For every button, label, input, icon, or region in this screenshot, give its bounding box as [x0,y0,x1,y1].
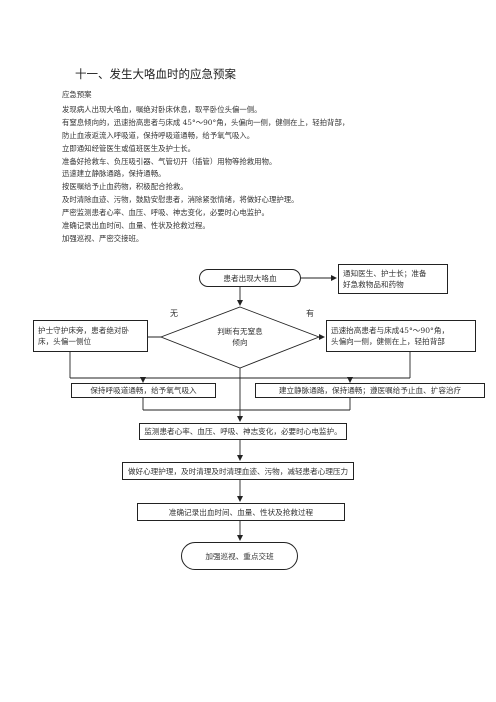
flow-start-text: 患者出现大咯血 [223,273,277,283]
flow-oxygen-text: 保持呼吸道通畅，给予氧气吸入 [90,386,197,395]
decision-text-line2: 倾向 [232,338,248,347]
flow-left-action-box: 护士守护床旁，患者绝对卧 床，头偏一侧位 [33,320,148,352]
flow-monitor-box: 监测患者心率、血压、呼吸、神志变化，必要时心电监护。 [139,423,347,440]
procedure-line: 立即通知经管医生或值班医生及护士长。 [62,143,196,153]
flow-iv-text: 建立静脉通路，保持通畅；遵医嘱给予止血、扩容治疗 [278,386,462,395]
page-title: 十一、发生大咯血时的应急预案 [75,67,236,81]
flow-start-node: 患者出现大咯血 [199,269,301,287]
flow-notify-box: 通知医生、护士长；准备 好急救物品和药物 [338,264,448,294]
procedure-line: 加强巡视、严密交接班。 [62,233,144,243]
procedure-line: 及时清除血迹、污物，鼓励安慰患者，消除紧张情绪，将做好心理护理。 [62,195,299,205]
flow-right-action-box: 迅速抬高患者与床成45°～90°角， 头偏向一侧，健侧在上，轻拍背部 [326,320,476,352]
flow-notify-line2: 好急救物品和药物 [343,280,404,289]
flow-end-node: 加强巡视、重点交班 [181,542,298,570]
procedure-line: 准备好抢救车、负压吸引器、气管切开（插管）用物等抢救用物。 [62,156,277,166]
procedure-line: 发现病人出现大咯血，嘱绝对卧床休息，取平卧位头偏一侧。 [62,105,262,114]
procedure-text: 发现病人出现大咯血，嘱绝对卧床休息，取平卧位头偏一侧。 有窒息倾向的，迅速抬高患… [62,104,482,246]
procedure-line: 迅速建立静脉通路，保持通畅。 [62,169,166,179]
flow-psych-text: 做好心理护理，及时清理及时清理血迹、污物，减轻患者心理压力 [127,466,349,476]
procedure-line: 严密监测患者心率、血压、呼吸、神志变化，必要时心电监护。 [62,208,269,218]
decision-text-line1: 判断有无窒息 [217,327,263,336]
procedure-line: 准确记录出血时间、血量、性状及抢救过程。 [62,221,210,231]
flow-monitor-text: 监测患者心率、血压、呼吸、神志变化，必要时心电监护。 [144,427,342,436]
procedure-line: 有窒息倾向的，迅速抬高患者与床成 45°～90°角，头偏向一侧，健侧在上，轻拍背… [62,117,350,127]
flow-record-text: 准确记录出血时间、血量、性状及抢救过程 [168,507,314,517]
flow-left-action-line1: 护士守护床旁，患者绝对卧 [38,326,130,335]
procedure-line: 按医嘱给予止血药物，积极配合抢救。 [62,182,188,192]
section-subtitle: 应急预案 [62,90,92,99]
flow-oxygen-box: 保持呼吸道通畅，给予氧气吸入 [71,383,216,398]
branch-yes-label: 有 [306,309,314,318]
flow-record-box: 准确记录出血时间、血量、性状及抢救过程 [137,503,345,521]
flow-left-action-line2: 床，头偏一侧位 [38,337,92,346]
flow-notify-line1: 通知医生、护士长；准备 [343,269,427,278]
flow-right-action-line2: 头偏向一侧，健侧在上，轻拍背部 [331,337,445,346]
flow-right-action-line1: 迅速抬高患者与床成45°～90°角， [331,326,450,335]
procedure-line: 防止血液返流入呼吸道，保持呼吸道通畅，给予氧气吸入。 [62,130,255,140]
decision-text: 判断有无窒息 倾向 [196,326,284,348]
flow-end-text: 加强巡视、重点交班 [205,551,274,561]
branch-no-label: 无 [170,309,178,318]
flow-iv-box: 建立静脉通路，保持通畅；遵医嘱给予止血、扩容治疗 [255,383,485,398]
flow-psych-box: 做好心理护理，及时清理及时清理血迹、污物，减轻患者心理压力 [122,462,354,480]
